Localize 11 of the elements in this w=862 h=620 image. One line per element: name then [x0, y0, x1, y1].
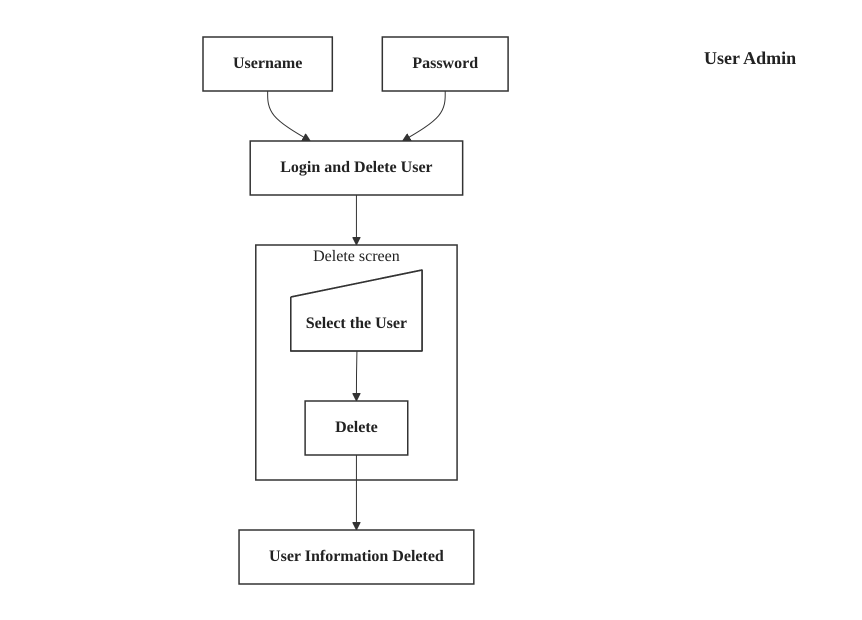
arrow [268, 90, 312, 141]
node-box: Delete [304, 400, 409, 456]
note-label: User Admin [704, 48, 796, 69]
node-box: Password [382, 36, 510, 92]
node-box: Username [202, 36, 334, 92]
node-box: Login and Delete User [250, 140, 464, 196]
arrow [352, 350, 362, 401]
arrow [352, 194, 362, 245]
arrow [352, 454, 362, 530]
node-box: User Information Deleted [238, 528, 476, 584]
arrow [402, 90, 446, 141]
